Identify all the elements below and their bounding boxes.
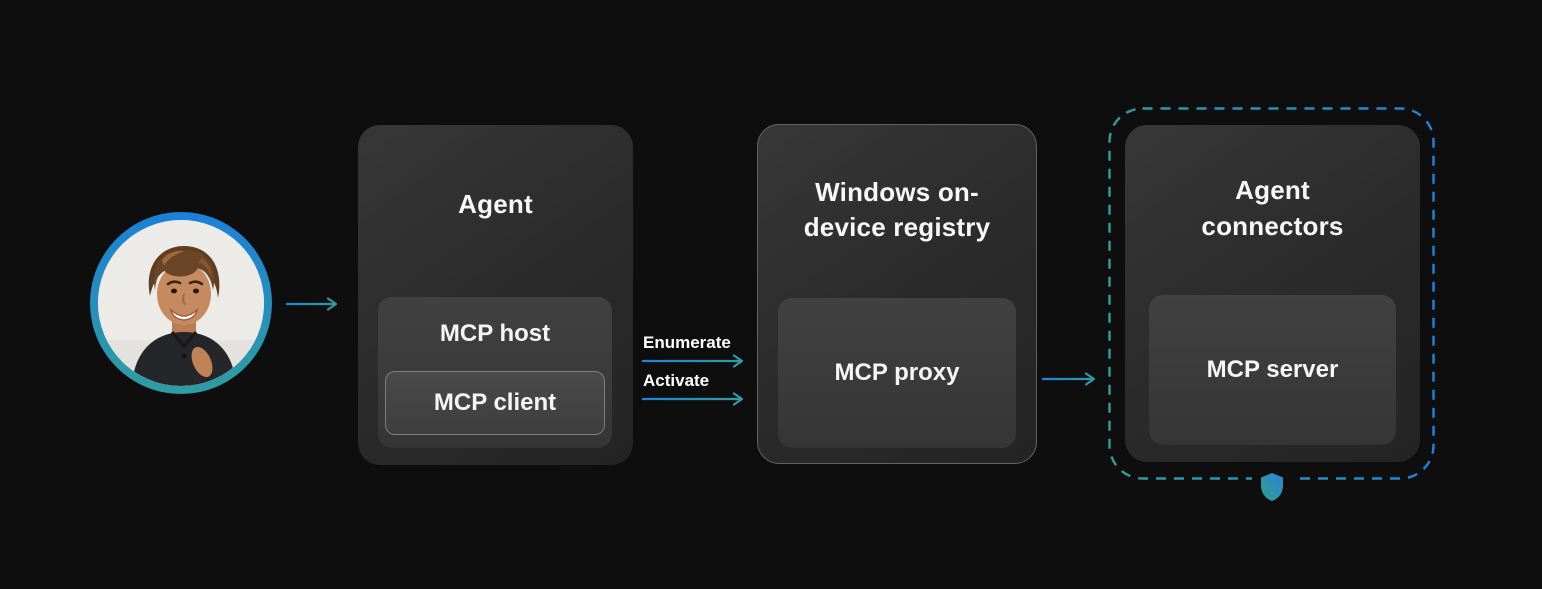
mcp-proxy-box: MCP proxy (778, 298, 1016, 448)
mcp-client-box: MCP client (385, 371, 605, 435)
user-avatar (90, 212, 272, 394)
mcp-host-label: MCP host (439, 320, 551, 347)
mcp-server-box: MCP server (1149, 295, 1396, 445)
mcp-host-box: MCP host MCP client (378, 297, 612, 448)
mcp-server-label: MCP server (1206, 356, 1339, 383)
mcp-proxy-label: MCP proxy (834, 359, 960, 386)
connectors-title: Agent connectors (1201, 175, 1344, 241)
shield-icon-wrap (1252, 466, 1292, 508)
arrow-enumerate (642, 354, 744, 368)
flow-label-activate: Activate (643, 371, 710, 390)
arrow-registry-to-connectors (1042, 372, 1096, 386)
user-avatar-photo-illustration (98, 220, 264, 386)
connectors-box: Agent connectors MCP server (1125, 125, 1420, 462)
registry-box: Windows on-device registry MCP proxy (757, 124, 1037, 464)
agent-title: Agent (458, 189, 533, 219)
user-photo (98, 220, 264, 386)
arrow-user-to-agent (286, 297, 338, 311)
agent-box: Agent MCP host MCP client (358, 125, 633, 465)
security-shield-icon (1261, 473, 1283, 501)
flow-label-enumerate: Enumerate (643, 333, 731, 352)
mcp-client-label: MCP client (433, 389, 557, 416)
registry-title: Windows on-device registry (803, 177, 991, 242)
arrow-activate (642, 392, 744, 406)
